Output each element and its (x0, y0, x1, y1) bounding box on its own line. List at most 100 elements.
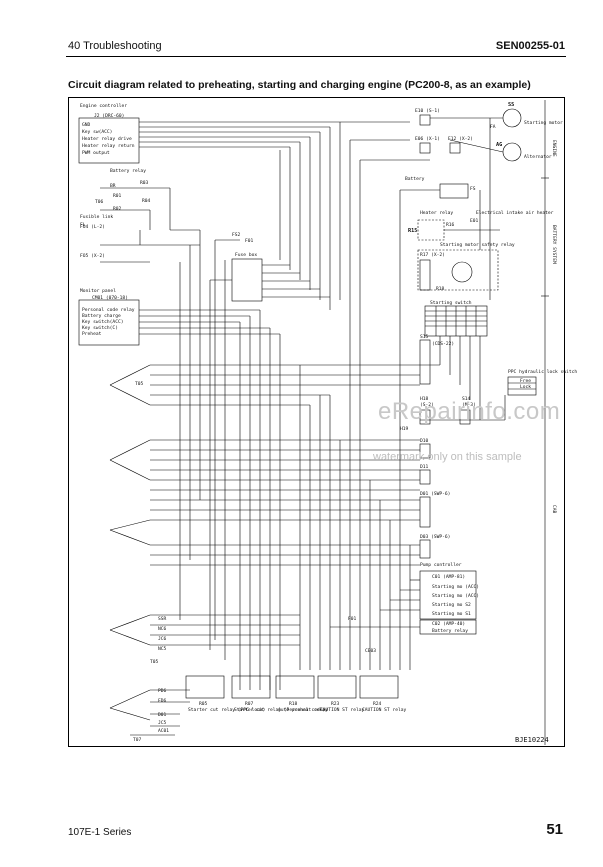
ref-jc6: JC6 (158, 636, 167, 642)
ref-br: BR (110, 183, 116, 189)
battery-box (439, 183, 469, 199)
ref-d01b: D01 (158, 712, 167, 718)
connector-s15 (419, 339, 431, 385)
heater-ref: R15 (408, 228, 417, 234)
connector-d01 (419, 496, 431, 528)
ref-fs2: FS2 (232, 232, 241, 238)
mp-pin-4: Key switch(C) (82, 325, 118, 331)
heater-relay-box (417, 219, 445, 241)
scale-cab: CAB (551, 505, 557, 514)
ref-t06: T06 (95, 199, 104, 205)
battery-label: Battery (405, 176, 425, 182)
ref-d01: D01 (SWP-6) (420, 491, 450, 497)
series-label: 107E-1 Series (68, 827, 132, 838)
monitor-panel-box (78, 299, 140, 346)
ref-f01b: F01 (348, 616, 357, 622)
fuse-box (231, 258, 263, 302)
relay-r07-ref: R07 (245, 701, 254, 707)
ref-h18: H18 (420, 396, 429, 402)
mp-pin-1: Personal code relay (82, 307, 135, 313)
diagram-caption: Circuit diagram related to preheating, s… (68, 79, 531, 91)
section-title: 40 Troubleshooting (68, 40, 162, 52)
fuse-box-label: Fuse box (235, 252, 257, 258)
connector-d03 (419, 539, 431, 559)
ref-d11: D11 (420, 464, 429, 470)
ppc-state-lock: Lock (520, 384, 531, 390)
mp-pin-5: Preheat (82, 331, 102, 337)
connector-s14 (459, 409, 471, 425)
engine-controller-title: Engine controller (80, 103, 127, 109)
ref-pd6: PD6 (158, 688, 167, 694)
pc-pin-1: Starting mo (ACC) (432, 584, 479, 590)
ref-t07: T07 (133, 737, 142, 743)
ref-s14: S14 (462, 396, 471, 402)
pump-controller-connector: C01 (AMP-81) (432, 574, 465, 580)
ref-fa: FA (490, 124, 496, 130)
ref-ac01: AC01 (158, 728, 169, 734)
mp-pin-2: Battery charge (82, 313, 121, 319)
relay-r05-ref: R05 (199, 701, 208, 707)
pc-pin-2: Starting mo (ACC) (432, 593, 479, 599)
relay-r18-label: Auto preheat relay (278, 707, 328, 713)
ref-e01: E01 (470, 218, 479, 224)
page-number: 51 (546, 821, 563, 838)
scale-battery: BATTERY SYSTEM (551, 225, 557, 264)
pc-c02-connector: C02 (AMP-40) (432, 621, 465, 627)
safety-relay-label: Starting motor safety relay (440, 242, 515, 248)
monitor-panel-connector: CM01 (070-18) (92, 295, 128, 301)
ref-r01: R01 (113, 193, 122, 199)
connector-e06 (419, 142, 431, 154)
document-code: SEN00255-01 (495, 40, 565, 52)
watermark-sub: watermark only on this sample (373, 451, 522, 463)
relay-r07-label: Starter cut relay (Personal code) (234, 707, 325, 713)
ec-pin-3: Heater relay drive (82, 136, 132, 142)
intake-heater-label: Electrical intake air heater (476, 210, 554, 216)
alternator-symbol (502, 142, 522, 162)
ref-r17: R17 (X-2) (420, 252, 445, 258)
ref-r18: R18 (436, 286, 445, 292)
heater-relay-label: Heater relay (420, 210, 453, 216)
fusible-link-label: Fusible link (80, 214, 113, 220)
ref-d10: D10 (420, 438, 429, 444)
relay-r24-ref: R24 (373, 701, 382, 707)
ref-t05b: T05 (150, 659, 159, 665)
alternator-ref: AG (496, 142, 502, 148)
pump-controller-title: Pump controller (420, 562, 462, 568)
pc-pin-4: Starting mo S1 (432, 611, 471, 617)
connector-d11 (419, 469, 431, 485)
relay-r24-label: CAUTION ST relay (362, 707, 406, 713)
ref-s14c: (M-3) (462, 402, 476, 408)
ref-r03: R03 (140, 180, 149, 186)
battery-relay-label: Battery relay (110, 168, 146, 174)
connector-h18 (419, 409, 431, 425)
relay-r23-ref: R23 (331, 701, 340, 707)
connector-e12 (449, 142, 461, 154)
ref-nc6: NC6 (158, 626, 167, 632)
ref-h19: H19 (400, 426, 409, 432)
ref-e12: E12 (X-2) (448, 136, 473, 142)
pc-c02-pin: Battery relay (432, 628, 468, 634)
ref-e06: E06 (X-1) (415, 136, 440, 142)
alternator-label: Alternator (524, 154, 552, 160)
diagram-frame (68, 97, 565, 747)
ref-r04: R04 (142, 198, 151, 204)
ppc-state-free: Free (520, 378, 531, 384)
starter-label: Starting motor (524, 120, 563, 126)
ref-fo5: FO5 (X-2) (80, 253, 105, 259)
ref-s15c: (CDS-22) (432, 341, 454, 347)
connector-e10 (419, 114, 431, 126)
ec-pin-2: Key sw(ACC) (82, 129, 112, 135)
ppc-lock-title: PPC hydraulic lock switch (508, 369, 577, 375)
ref-r02: R02 (113, 206, 122, 212)
ref-fd6: FD6 (158, 698, 167, 704)
ref-e10: E10 (S-1) (415, 108, 440, 114)
relay-box-r24 (359, 675, 399, 699)
relay-box-r05 (185, 675, 225, 699)
ref-jc5: JC5 (158, 720, 167, 726)
ec-pin-1: GND (82, 122, 91, 128)
starting-switch-box (417, 249, 499, 291)
mp-pin-3: Key switch(ACC) (82, 319, 124, 325)
ec-pin-5: PWM output (82, 150, 110, 156)
ref-ssr: SSR (158, 616, 167, 622)
